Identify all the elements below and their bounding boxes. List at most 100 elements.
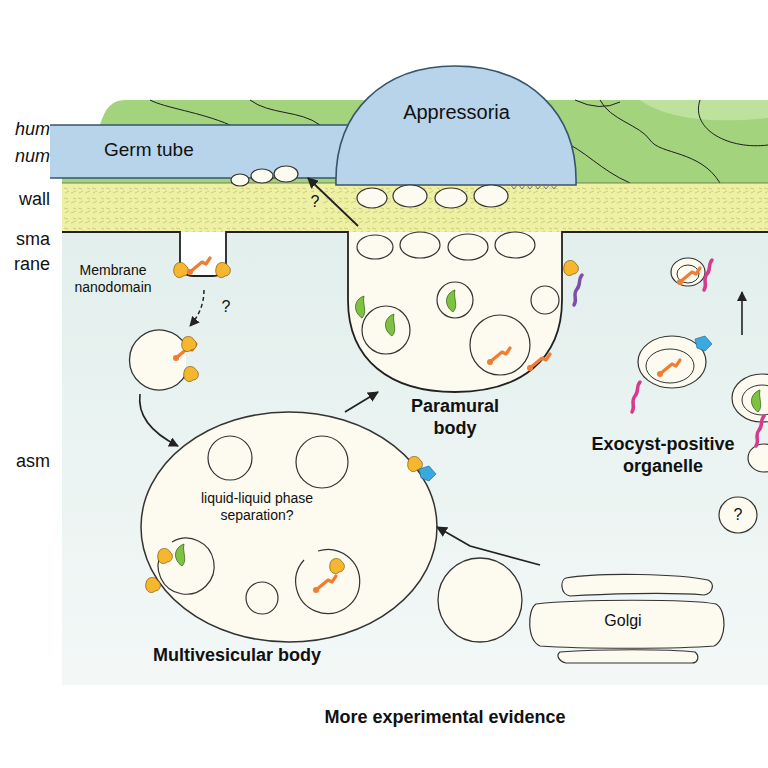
appressorium: Appressoria — [338, 66, 575, 185]
vesicle-inner — [646, 349, 694, 383]
exocyst-organelle: Exocyst-positive organelle — [578, 434, 748, 484]
question-mark: ? — [734, 505, 743, 525]
vesicle-inner — [742, 385, 768, 415]
vesicle-outer — [748, 444, 768, 472]
edge-label: ? — [309, 192, 322, 212]
cell-outline — [560, 140, 630, 183]
orange-protein — [187, 258, 210, 275]
vesicle — [231, 174, 249, 186]
magenta-protein — [756, 416, 764, 446]
yellow-protein — [182, 336, 197, 351]
orange-protein — [487, 348, 510, 365]
axis-caption: More experimental evidence — [324, 707, 565, 729]
cytoplasm-ground — [62, 232, 768, 685]
vesicle — [474, 185, 508, 207]
green-protein — [751, 390, 760, 412]
yellow-protein — [146, 577, 161, 592]
vesicle — [357, 235, 393, 259]
germ-tube-body — [50, 125, 350, 178]
golgi-drawing — [438, 558, 724, 663]
arrow — [741, 292, 743, 335]
vesicle-inner — [677, 265, 699, 283]
vesicle — [400, 232, 440, 258]
orange-protein — [313, 576, 336, 593]
vesicle — [435, 188, 467, 208]
yellow-protein — [564, 260, 579, 275]
vesicle-outer — [671, 258, 705, 286]
node-label: Appressoria — [338, 100, 575, 124]
structure-label: Membrane nanodomain — [68, 262, 158, 296]
leaf-highlight — [640, 100, 768, 120]
vesicle — [448, 234, 488, 260]
orange-protein — [527, 354, 550, 371]
green-protein — [355, 296, 364, 318]
node-label: Germ tube — [104, 138, 224, 161]
vesicle — [246, 582, 278, 614]
node-label: Paramural body — [395, 396, 515, 440]
cisterna — [530, 600, 724, 648]
vesicle — [438, 558, 522, 642]
vesicle — [531, 286, 559, 314]
endocytic-vesicle — [129, 330, 186, 390]
vesicle — [362, 306, 410, 354]
layer-label: asm — [16, 451, 50, 473]
wall-band — [62, 183, 768, 232]
cytoplasm — [62, 232, 768, 685]
green-protein — [446, 290, 455, 312]
layer-label: sma — [16, 229, 50, 251]
plasma-membrane — [62, 232, 768, 392]
node-label: Exocyst-positive organelle — [578, 434, 748, 478]
invagination — [158, 538, 214, 594]
cisterna — [562, 574, 712, 596]
cell-wall — [62, 183, 768, 232]
vesicle — [251, 169, 273, 183]
exocyst-drawing — [632, 258, 768, 533]
leaf-epidermis — [62, 100, 768, 183]
annotation-text: liquid-liquid phase separation? — [196, 490, 318, 524]
purple-protein — [574, 275, 582, 305]
cell-outline — [150, 100, 230, 125]
leaf-surface — [62, 100, 768, 183]
vesicle — [208, 436, 252, 480]
dashed-arrow — [190, 290, 204, 326]
cisterna — [558, 650, 698, 663]
vesicle — [357, 188, 387, 208]
connector-arrow — [308, 178, 358, 226]
paramural-body: Paramural body — [348, 226, 562, 392]
vesicle-outer — [638, 336, 706, 388]
cell-outline — [698, 100, 768, 146]
species-name: num — [15, 146, 50, 168]
multivesicular-body-drawing — [141, 412, 437, 642]
yellow-protein — [408, 456, 423, 471]
cell-outline — [600, 100, 720, 183]
vesicle — [296, 436, 348, 488]
appressorium-dome — [336, 66, 576, 185]
yellow-protein — [184, 366, 199, 381]
fungus — [50, 66, 576, 208]
yellow-protein — [158, 548, 173, 563]
germ-tube: Germ tube — [62, 125, 345, 178]
arrow — [140, 394, 178, 446]
magenta-protein — [632, 382, 640, 412]
paramural-pouch — [348, 232, 562, 392]
vesicle — [393, 185, 427, 207]
question-mark: ? — [222, 297, 231, 317]
wall-surface-line — [62, 183, 768, 184]
invagination — [296, 549, 360, 613]
cell-outline — [250, 100, 320, 125]
orange-protein — [173, 344, 196, 361]
mvb-membrane — [141, 412, 437, 642]
orange-protein — [657, 360, 680, 377]
cell-outline — [575, 100, 620, 107]
vesicle-outer — [719, 497, 757, 533]
nanodomain-pit — [180, 232, 226, 276]
vesicle-outer — [732, 374, 768, 422]
layer-label: rane — [14, 254, 50, 276]
magenta-protein — [704, 260, 712, 290]
species-name: hum — [15, 119, 50, 141]
yellow-protein — [330, 558, 345, 573]
